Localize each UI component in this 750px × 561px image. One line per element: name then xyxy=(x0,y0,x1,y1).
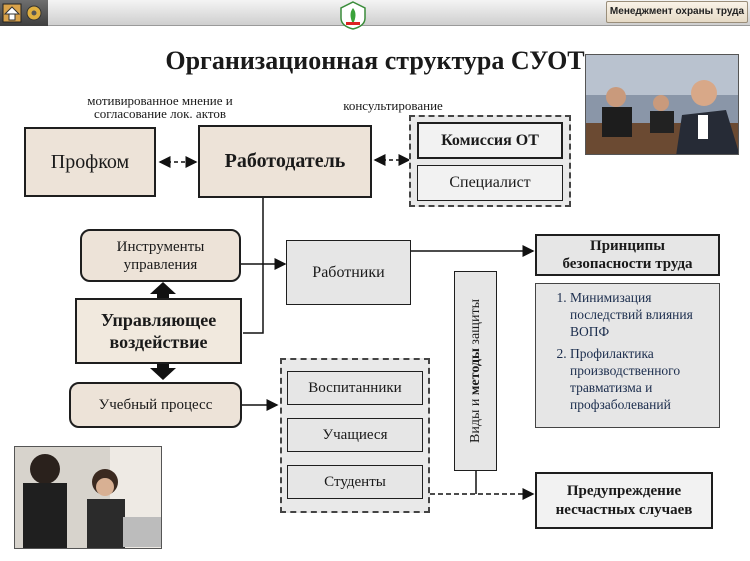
protection-text-pre: Виды и xyxy=(467,398,483,443)
instruments-box: Инструменты управления xyxy=(80,229,241,282)
principles-list-panel: Минимизация последствий влияния ВОПФ Про… xyxy=(535,283,720,428)
toolbar-icons[interactable] xyxy=(0,0,48,26)
edu-process-box: Учебный процесс xyxy=(69,382,242,428)
control-impact-box: Управляющее воздействие xyxy=(75,298,242,364)
protection-text-bold: методы xyxy=(467,348,483,396)
principle-item-1: Минимизация последствий влияния ВОПФ xyxy=(570,289,719,340)
workers-box: Работники xyxy=(286,240,411,305)
school-students-box: Учащиеся xyxy=(287,418,423,452)
specialist-label: Специалист xyxy=(449,174,531,191)
pupils-box: Воспитанники xyxy=(287,371,423,405)
instruments-label: Инструменты управления xyxy=(116,238,205,273)
protection-methods-label: Виды и методы защиты xyxy=(468,299,484,443)
university-students-box: Студенты xyxy=(287,465,423,499)
menu-oh-management-button[interactable]: Менеджмент охраны труда xyxy=(606,1,748,23)
accident-prevention-label: Предупреждение несчастных случаев xyxy=(555,482,693,518)
union-emblem-icon xyxy=(338,0,368,30)
pupils-label: Воспитанники xyxy=(308,379,402,396)
university-students-label: Студенты xyxy=(324,473,386,490)
profkom-label: Профком xyxy=(50,150,130,173)
principle-item-2: Профилактика производственного травматиз… xyxy=(570,345,719,413)
page-title: Организационная структура СУОТ xyxy=(165,46,585,75)
school-students-label: Учащиеся xyxy=(322,426,388,443)
workers-label: Работники xyxy=(312,263,385,281)
commission-label: Комиссия ОТ xyxy=(441,131,539,149)
profkom-box: Профком xyxy=(24,127,156,197)
home-gear-icon[interactable] xyxy=(0,0,48,26)
control-impact-label: Управляющее воздействие xyxy=(100,310,217,352)
employer-label: Работодатель xyxy=(224,150,346,172)
note-consulting: консультирование xyxy=(343,98,443,113)
commission-box: Комиссия ОТ xyxy=(417,122,563,159)
principles-label: Принципы безопасности труда xyxy=(562,238,693,272)
principles-list: Минимизация последствий влияния ВОПФ Про… xyxy=(536,289,719,413)
protection-methods-bar: Виды и методы защиты xyxy=(454,271,497,471)
edu-process-label: Учебный процесс xyxy=(98,396,213,413)
business-meeting-photo xyxy=(585,54,739,155)
principles-box: Принципы безопасности труда xyxy=(535,234,720,276)
protection-text-post: защиты xyxy=(467,299,483,349)
accident-prevention-box: Предупреждение несчастных случаев xyxy=(535,472,713,529)
specialist-box: Специалист xyxy=(417,165,563,201)
employer-box: Работодатель xyxy=(198,125,372,198)
office-team-photo xyxy=(14,446,162,549)
note-motivated-opinion: мотивированное мнение и согласование лок… xyxy=(87,93,233,121)
